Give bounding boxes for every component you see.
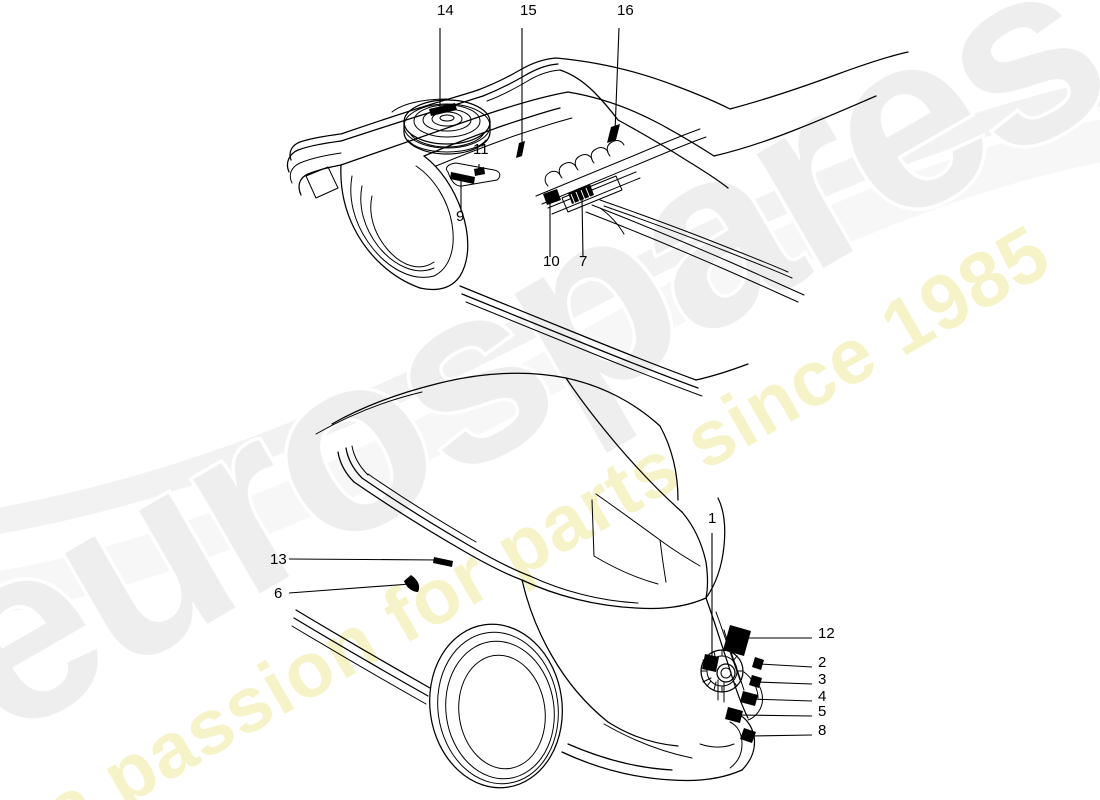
rear-three-quarter-view xyxy=(288,372,813,789)
leader-7 xyxy=(581,197,584,258)
marker-part-3 xyxy=(749,675,762,688)
marker-part-8 xyxy=(740,728,756,743)
marker-part-13 xyxy=(433,557,453,567)
callout-1-label: 1 xyxy=(708,510,716,527)
callout-5-label: 5 xyxy=(818,703,826,720)
marker-part-12 xyxy=(723,625,751,656)
leader-16 xyxy=(614,27,620,133)
leader-4 xyxy=(749,698,813,702)
marker-part-4 xyxy=(740,691,758,706)
callout-labels: 14 15 16 11 9 10 7 1 12 2 3 4 5 8 13 6 xyxy=(270,2,835,739)
marker-part-10 xyxy=(543,189,561,205)
watermark-tagline: a passion for parts since 1985 xyxy=(29,207,1064,800)
callout-13-label: 13 xyxy=(270,551,287,568)
marker-part-2 xyxy=(752,657,764,670)
callout-11-label: 11 xyxy=(473,141,489,158)
leader-2 xyxy=(759,663,813,668)
marker-part-7 xyxy=(568,184,594,205)
marker-part-15 xyxy=(516,141,525,158)
callout-15-label: 15 xyxy=(520,2,537,19)
front-three-quarter-view xyxy=(286,27,909,397)
callout-7-label: 7 xyxy=(579,253,587,270)
callout-14-label: 14 xyxy=(437,2,454,19)
callout-9-label: 9 xyxy=(456,208,464,225)
watermark-tagline-text: a passion for parts since 1985 xyxy=(29,207,1064,800)
marker-part-14 xyxy=(429,103,457,116)
callout-4-label: 4 xyxy=(818,688,826,705)
leader-8 xyxy=(749,734,813,737)
callout-2-label: 2 xyxy=(818,654,826,671)
marker-part-16 xyxy=(607,124,620,143)
callout-12-label: 12 xyxy=(818,625,835,642)
marker-part-6 xyxy=(404,575,420,592)
leader-5 xyxy=(735,714,813,717)
callout-10-label: 10 xyxy=(543,253,560,270)
callout-8-label: 8 xyxy=(818,722,826,739)
leader-3 xyxy=(757,681,813,685)
callout-16-label: 16 xyxy=(617,2,634,19)
leader-13 xyxy=(288,558,441,561)
marker-part-9 xyxy=(450,172,475,184)
marker-part-1 xyxy=(702,654,719,672)
callout-3-label: 3 xyxy=(818,671,826,688)
watermark-swoosh-band xyxy=(0,79,1100,534)
marker-part-5 xyxy=(725,707,743,723)
leader-6 xyxy=(288,583,411,594)
callout-6-label: 6 xyxy=(274,585,282,602)
